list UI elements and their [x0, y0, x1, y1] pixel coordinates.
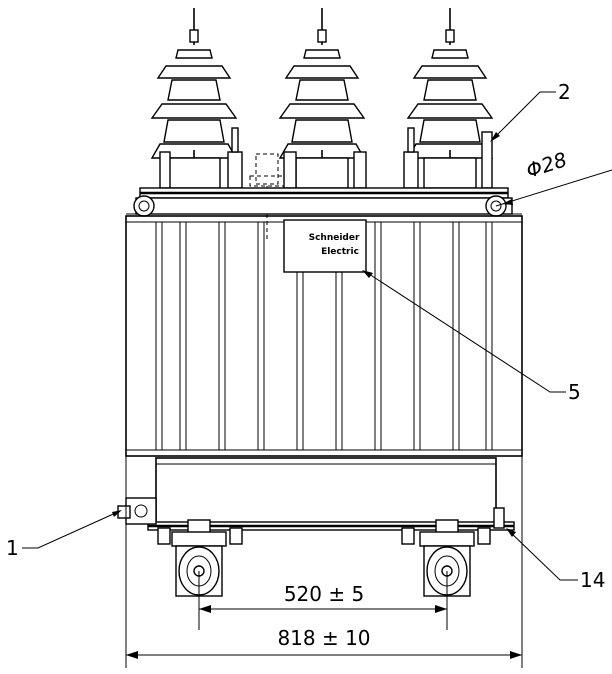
callout-14: 14 [506, 528, 605, 592]
lifting-lug-left [133, 195, 155, 217]
callout-1: 1 [6, 510, 122, 560]
lifting-hole-callout: Φ28 [495, 147, 612, 207]
callout-1-label: 1 [6, 536, 19, 560]
dimension-overall-width: 818 ± 10 [125, 456, 523, 668]
wheel-left [157, 519, 243, 597]
bushing-right [406, 8, 494, 212]
tank-base [147, 457, 515, 531]
overall-width-label: 818 ± 10 [277, 626, 370, 650]
earthing-lug [493, 507, 505, 529]
tank-cover [126, 187, 522, 215]
lv-bushings [159, 127, 493, 189]
drain-valve [117, 497, 157, 525]
nameplate-line2: Electric [321, 247, 359, 257]
callout-2: 2 [490, 80, 571, 142]
callout-14-label: 14 [580, 568, 605, 592]
wheel-right [401, 519, 491, 597]
wheel-spacing-label: 520 ± 5 [284, 582, 364, 606]
callout-5: 5 [362, 270, 581, 404]
callout-2-label: 2 [558, 80, 571, 104]
callout-5-label: 5 [568, 380, 581, 404]
nameplate-line1: Schneider [309, 233, 360, 243]
lifting-hole-label: Φ28 [523, 147, 570, 183]
nameplate: Schneider Electric [283, 219, 367, 273]
dimension-wheel-spacing: 520 ± 5 [198, 571, 448, 630]
